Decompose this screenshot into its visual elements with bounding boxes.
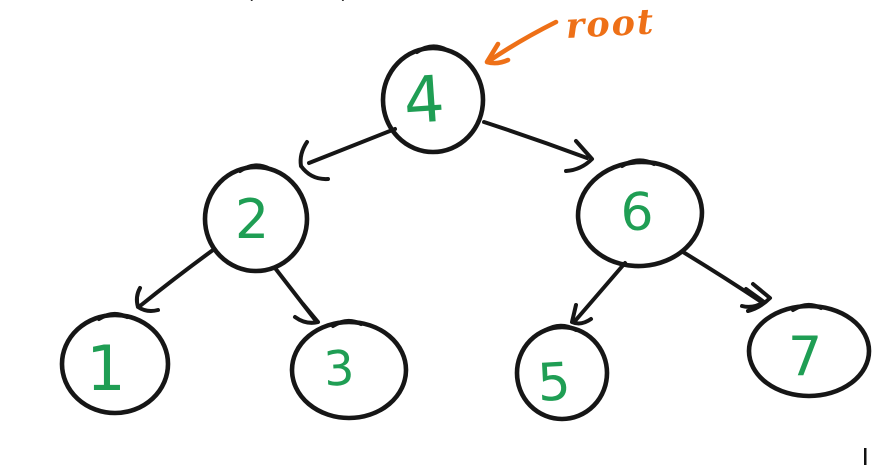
tree-node-4[interactable]: 4	[380, 44, 486, 155]
arrowhead-icon	[298, 140, 330, 182]
edge-line	[307, 127, 397, 165]
node-stroke-overlap	[415, 44, 449, 54]
clipped-text-fragment: )	[340, 0, 349, 4]
node-value: 4	[401, 63, 447, 140]
arrowhead-icon	[134, 286, 160, 313]
node-value: 6	[620, 183, 653, 243]
edge-line	[482, 120, 589, 160]
tree-node-5[interactable]: 5	[514, 323, 610, 422]
edge-line	[681, 250, 765, 305]
node-value: 3	[322, 340, 355, 398]
edge-line	[573, 261, 627, 323]
clipped-text-line: ( ) g	[246, 0, 349, 4]
root-arrow-icon	[484, 19, 559, 66]
node-stroke-overlap	[620, 158, 656, 168]
tree-node-7[interactable]: 7	[746, 303, 872, 399]
arrowhead-icon	[570, 303, 593, 326]
tree-node-3[interactable]: 3	[289, 319, 409, 421]
node-stroke-overlap	[238, 163, 272, 173]
node-value: 7	[788, 325, 822, 388]
edge-4-2[interactable]	[298, 127, 397, 182]
edge-6-5[interactable]	[570, 261, 627, 326]
node-value: 2	[235, 188, 269, 251]
node-stroke-overlap	[542, 323, 578, 333]
node-stroke-overlap	[331, 319, 363, 328]
arrowhead-icon	[740, 282, 772, 313]
tree-node-1[interactable]: 1	[59, 312, 171, 416]
root-annotation[interactable]: root	[484, 1, 656, 66]
root-label: root	[565, 1, 656, 47]
node-stroke-overlap	[97, 312, 129, 321]
arrowhead-icon	[564, 139, 594, 173]
edge-2-3[interactable]	[273, 266, 320, 325]
arrowhead-icon	[293, 302, 320, 325]
edge-line	[138, 248, 215, 308]
text-cursor	[864, 448, 867, 465]
node-stroke-overlap	[791, 303, 823, 312]
edge-6-7[interactable]	[681, 250, 772, 313]
node-value: 1	[86, 332, 125, 405]
edge-4-6[interactable]	[482, 120, 594, 173]
node-value: 5	[536, 352, 572, 414]
clipped-text-fragment: (	[246, 0, 255, 4]
tree-node-6[interactable]: 6	[575, 158, 706, 270]
edge-2-1[interactable]	[134, 248, 215, 313]
tree-node-2[interactable]: 2	[202, 163, 310, 274]
